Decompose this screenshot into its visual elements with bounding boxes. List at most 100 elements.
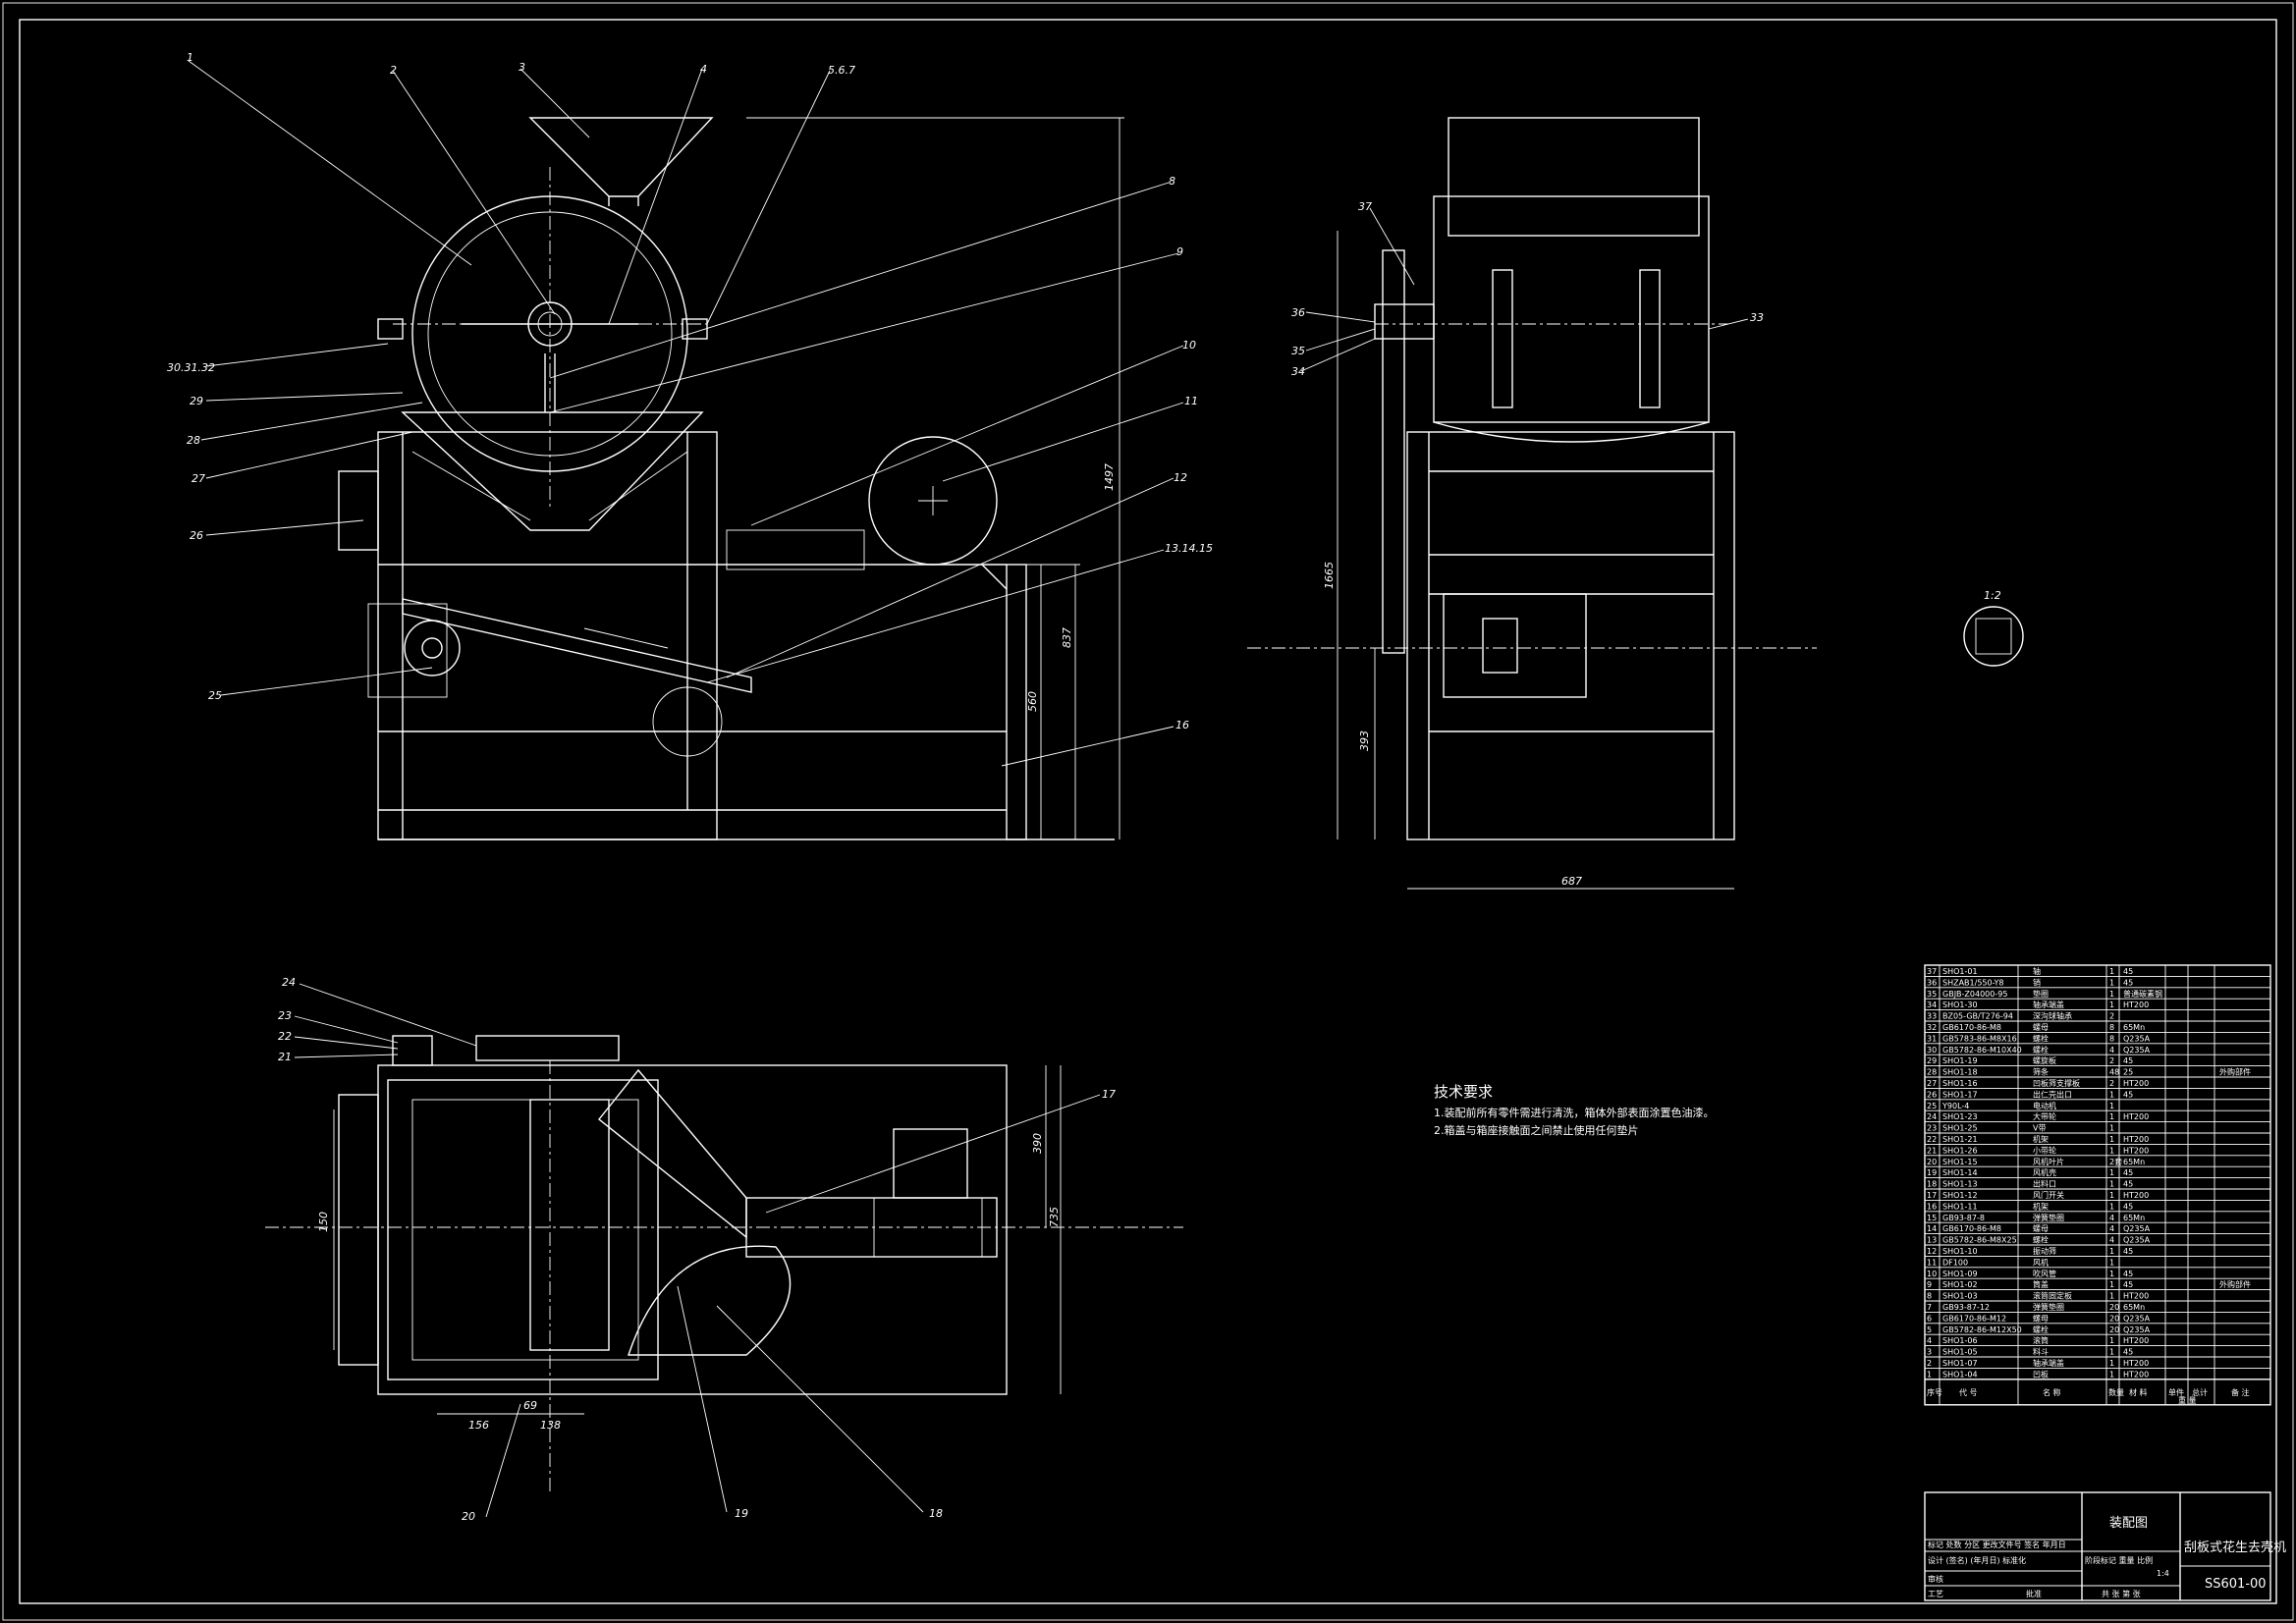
parts-list-cell: 滚筒固定板	[2033, 1291, 2072, 1301]
parts-list-cell: SHO1-12	[1942, 1191, 1978, 1200]
parts-list-cell: 27	[1927, 1079, 1937, 1088]
title-review: 审核	[1928, 1574, 1943, 1584]
parts-list-cell: 1	[2109, 1258, 2114, 1267]
parts-list-cell: 振动筛	[2033, 1246, 2056, 1256]
parts-list-cell: 凹板筛支撑板	[2033, 1078, 2080, 1088]
parts-list-header: 单件	[2168, 1387, 2184, 1397]
parts-list-cell: 3	[1927, 1348, 1932, 1357]
parts-list-cell: Q235A	[2123, 1325, 2151, 1334]
parts-list-cell: 25	[2123, 1068, 2133, 1077]
parts-list-cell: SHO1-05	[1942, 1348, 1978, 1357]
title-process: 工艺	[1928, 1590, 1943, 1598]
parts-list-cell: 10	[1927, 1270, 1937, 1278]
leader-labels: 1 2 3 4 5.6.7 8 9 10 11 12 13.14.15 16 3…	[167, 51, 1764, 1523]
leader-label: 12	[1174, 471, 1187, 484]
parts-list-cell: 轴承端盖	[2033, 1000, 2064, 1009]
parts-list-cell: 小带轮	[2033, 1145, 2056, 1155]
parts-list-cell: 出料口	[2033, 1179, 2056, 1189]
parts-list-header: 序号	[1927, 1387, 1942, 1397]
parts-list-cell: 45	[2123, 1056, 2133, 1065]
parts-list-cell: 45	[2123, 1348, 2133, 1357]
leader-label: 11	[1184, 395, 1198, 407]
parts-list-cell: SHO1-07	[1942, 1359, 1978, 1368]
parts-list-cell: GB5782-86-M12X50	[1942, 1325, 2022, 1334]
parts-list-cell: Q235A	[2123, 1046, 2151, 1055]
parts-list-header: 名 称	[2043, 1387, 2061, 1397]
parts-list-cell: 34	[1927, 1001, 1937, 1009]
parts-list-cell: HT200	[2123, 1079, 2149, 1088]
parts-list-cell: 螺栓	[2033, 1033, 2049, 1043]
parts-list-cell: 65Mn	[2123, 1023, 2145, 1032]
parts-list-cell: 风机叶片	[2033, 1157, 2064, 1166]
front-view	[338, 117, 1124, 840]
parts-list-cell: 1	[2109, 1001, 2114, 1009]
parts-list-cell: HT200	[2123, 1146, 2149, 1155]
parts-list-cell: 筒盖	[2033, 1279, 2049, 1289]
parts-list-header: 总计	[2192, 1387, 2208, 1397]
parts-list-cell: SHO1-01	[1942, 967, 1978, 976]
side-view	[1247, 117, 2024, 890]
parts-list-cell: 1	[2109, 1191, 2114, 1200]
parts-list-cell: SHO1-02	[1942, 1280, 1978, 1289]
parts-list-cell: SHO1-25	[1942, 1124, 1978, 1133]
title-sheet: 共 张 第 张	[2102, 1589, 2141, 1598]
parts-list-cell: GBJB-Z04000-95	[1942, 990, 2007, 999]
parts-list-cell: Q235A	[2123, 1224, 2151, 1233]
parts-list-cell: SHO1-19	[1942, 1056, 1978, 1065]
leader-label: 23	[278, 1009, 292, 1022]
parts-list-cell: GB5783-86-M8X16	[1942, 1034, 2017, 1043]
parts-list-cell: SHO1-21	[1942, 1135, 1978, 1144]
parts-list-cell: 弹簧垫圈	[2033, 1213, 2064, 1222]
parts-list-cell: V带	[2033, 1124, 2046, 1133]
parts-list-cell: 65Mn	[2123, 1214, 2145, 1222]
parts-list-cell: 风机	[2033, 1257, 2049, 1267]
parts-list-cell: GB93-87-12	[1942, 1303, 1990, 1312]
parts-list-cell: SHO1-14	[1942, 1168, 1978, 1177]
parts-list-cell: 32	[1927, 1023, 1937, 1032]
leader-label: 9	[1176, 245, 1183, 258]
leader-label: 29	[190, 395, 203, 407]
parts-list-cell: SHO1-17	[1942, 1090, 1978, 1099]
title-mark-row: 标记 处数 分区 更改文件号 签名 年月日	[1928, 1540, 2066, 1549]
parts-list-cell: 4	[2109, 1046, 2114, 1055]
parts-list-cell: 风门开关	[2033, 1190, 2064, 1200]
parts-list-cell: 45	[2123, 1180, 2133, 1189]
parts-list-cell: 8	[2109, 1023, 2114, 1032]
parts-list-cell: SHO1-23	[1942, 1112, 1978, 1121]
dimension-value: 735	[1048, 1207, 1061, 1227]
parts-list-cell: 45	[2123, 1247, 2133, 1256]
dimension-value: 560	[1026, 691, 1039, 712]
parts-list-cell: 螺栓	[2033, 1325, 2049, 1334]
parts-list-cell: 轴承端盖	[2033, 1358, 2064, 1368]
parts-list-cell: HT200	[2123, 1336, 2149, 1345]
parts-list-cell: SHZAB1/550-Y8	[1942, 978, 2004, 987]
drawing-type: 装配图	[2109, 1516, 2148, 1531]
parts-list-cell: 48	[2109, 1068, 2119, 1077]
leader-label: 1	[187, 51, 193, 64]
parts-list-cell: 1	[2109, 1280, 2114, 1289]
parts-list-cell: 37	[1927, 967, 1937, 976]
parts-list-cell: 20	[2109, 1325, 2119, 1334]
parts-list-cell: 滚筒	[2033, 1335, 2049, 1345]
parts-list-cell: 17	[1927, 1191, 1937, 1200]
parts-list-cell: 1	[2109, 978, 2114, 987]
parts-list-cell: 7	[1927, 1303, 1932, 1312]
parts-list-cell: 4	[1927, 1336, 1932, 1345]
technical-requirement-item: 2.箱盖与箱座接触面之间禁止使用任何垫片	[1434, 1123, 1639, 1137]
leader-label: 27	[191, 472, 205, 485]
parts-list-cell: 2	[2109, 1056, 2114, 1065]
parts-list-cell: GB6170-86-M8	[1942, 1224, 2001, 1233]
parts-list-cell: 28	[1927, 1068, 1937, 1077]
parts-list-cell: 19	[1927, 1168, 1937, 1177]
parts-list-cell: 26	[1927, 1090, 1937, 1099]
parts-list-cell: 螺母	[2033, 1223, 2049, 1233]
parts-list-header: 备 注	[2231, 1387, 2250, 1397]
parts-list-cell: 1	[2109, 1292, 2114, 1301]
dimension-texts: 1497 837 560 1665 393 687 390 735 150 15…	[317, 463, 2001, 1432]
parts-list-cell: 机架	[2033, 1201, 2049, 1211]
title-stage-row: 阶段标记 重量 比例	[2085, 1555, 2153, 1565]
leader-label: 26	[190, 529, 203, 542]
parts-list-cell: 出仁壳出口	[2033, 1089, 2072, 1099]
parts-list-cell: 风机壳	[2033, 1167, 2056, 1177]
